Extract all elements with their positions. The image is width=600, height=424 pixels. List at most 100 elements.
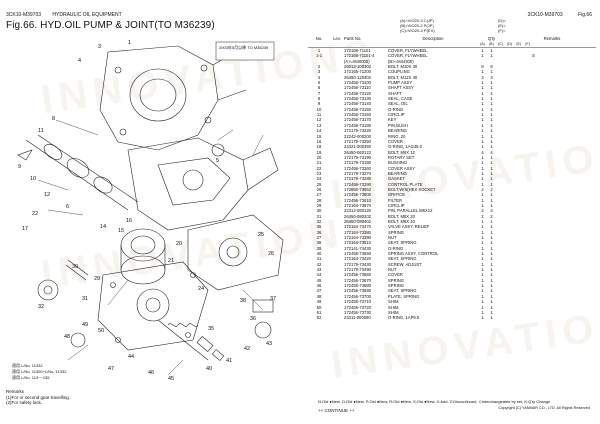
cell-no: 2: [317, 64, 321, 70]
cell-qty-b: 1: [490, 96, 493, 102]
cell-qty-a: 1: [481, 235, 484, 241]
cell-description: CIRCLIP: [388, 112, 405, 118]
cell-qty-a: 1: [481, 170, 484, 176]
cell-part-no: 172456-73260: [344, 165, 372, 171]
cell-no: 18: [316, 144, 322, 150]
cell-qty-b: 1: [490, 165, 493, 171]
cell-no: 15: [316, 133, 322, 139]
note-line-2: 適用 L/No. 11300~L/No. 11332: [12, 368, 67, 374]
cell-part-no: 172456-73730: [344, 309, 372, 315]
rotary-set-drawing: [120, 228, 166, 285]
cell-description: SPRING: [388, 283, 405, 289]
code-e: (E)=: [498, 23, 506, 28]
cell-description: GASKET: [388, 176, 405, 182]
control-housing-drawing: [187, 214, 284, 291]
svg-text:6: 6: [66, 204, 69, 210]
cell-qty-b: 1: [490, 122, 493, 128]
cell-qty-a: 1: [481, 160, 484, 166]
svg-text:21: 21: [168, 258, 174, 264]
cell-part-no: 172164-73470: [344, 224, 372, 230]
cell-qty-a: 1: [481, 138, 484, 144]
cell-description: CIRCLIP: [388, 202, 405, 208]
shaft-assembly-drawing: [17, 134, 139, 211]
cell-part-no: 172164-73510: [344, 240, 372, 246]
cell-no: 8: [317, 96, 321, 102]
cell-qty-b: 1: [490, 128, 493, 134]
cell-no: 5: [317, 80, 321, 86]
svg-text:38: 38: [240, 298, 246, 304]
cell-part-no: 172179-73190: [344, 154, 372, 160]
continue-marker: ++ CONTINUE ++: [318, 408, 355, 413]
cell-part-no: 172456-73170: [344, 117, 372, 123]
flywheel-cover-drawing: [99, 45, 247, 151]
cell-part-no: 172456-73290: [344, 181, 372, 187]
cell-part-no: 172456-73700: [344, 293, 372, 299]
cell-qty-b: 1: [490, 48, 493, 53]
cell-qty-b: 8: [490, 64, 493, 70]
cell-lev: [330, 315, 344, 320]
cell-description: PUMP ASSY: [388, 80, 413, 86]
cell-qty-b: 1: [490, 315, 493, 321]
cell-part-no: 172164-73670: [344, 202, 372, 208]
relief-valve-drawing: [157, 319, 225, 361]
svg-text:45: 45: [168, 376, 174, 382]
cell-description: PLATE, SPRING: [388, 293, 420, 299]
cell-no: 29: [316, 202, 322, 208]
cell-part-no: 172456-73150: [344, 106, 372, 112]
cell-no: 43: [316, 267, 322, 273]
cell-no: 37: [316, 235, 322, 241]
cell-qty-b: 1: [490, 80, 493, 86]
cell-no: 30: [316, 208, 322, 214]
qty-e: (E): [516, 41, 522, 46]
cell-qty-a: 1: [481, 122, 484, 128]
cell-no: 36: [316, 229, 322, 235]
cell-no: 39: [316, 245, 322, 251]
cell-qty-a: 1: [481, 219, 484, 224]
cell-description: SHAFT: [388, 90, 402, 96]
cell-no: 1: [317, 48, 321, 53]
cell-part-no: 172179-73220: [344, 128, 372, 134]
cell-description: FILTER: [388, 197, 403, 203]
cell-part-no: 172165-71200: [344, 69, 372, 75]
cell-description: BOLT,W/S(HEX SOCKET: [388, 186, 436, 192]
model-code-right: 3CK10-M39703: [527, 12, 563, 18]
cell-no: 51: [316, 309, 322, 315]
cell-qty-a: 1: [481, 202, 484, 208]
cell-qty-a: 1: [481, 267, 484, 273]
cell-no: 24: [316, 176, 322, 182]
svg-text:32: 32: [38, 304, 44, 310]
cell-part-no: 172141-74430: [344, 245, 372, 251]
cell-description: BEARING: [388, 128, 407, 134]
cell-qty-a: 1: [481, 304, 484, 310]
cell-qty-b: 1: [490, 176, 493, 182]
cell-qty-a: 1: [481, 192, 484, 198]
cell-description: RING, 20: [388, 133, 406, 139]
cell-description: BEARING: [388, 170, 407, 176]
table-row: (A>=M40000)(B>=M44300): [308, 59, 596, 64]
cell-qty-b: 2: [490, 186, 493, 192]
cell-description: SCREW, ADJUST: [388, 261, 422, 267]
remarks-block: Remarks (1)For or second gear travelling…: [6, 389, 70, 406]
svg-text:22: 22: [32, 211, 38, 217]
cell-qty-a: 1: [481, 272, 484, 278]
cell-qty-a: 1: [481, 245, 484, 251]
cell-description: BOLT, M8X 40: [388, 219, 415, 224]
cell-part-no: 172179-73280: [344, 176, 372, 182]
cell-qty-b: 1: [490, 219, 493, 224]
cell-no: 41: [316, 256, 322, 262]
col-part-no: Parts No.: [344, 36, 362, 41]
cell-qty-b: 2: [490, 208, 493, 214]
